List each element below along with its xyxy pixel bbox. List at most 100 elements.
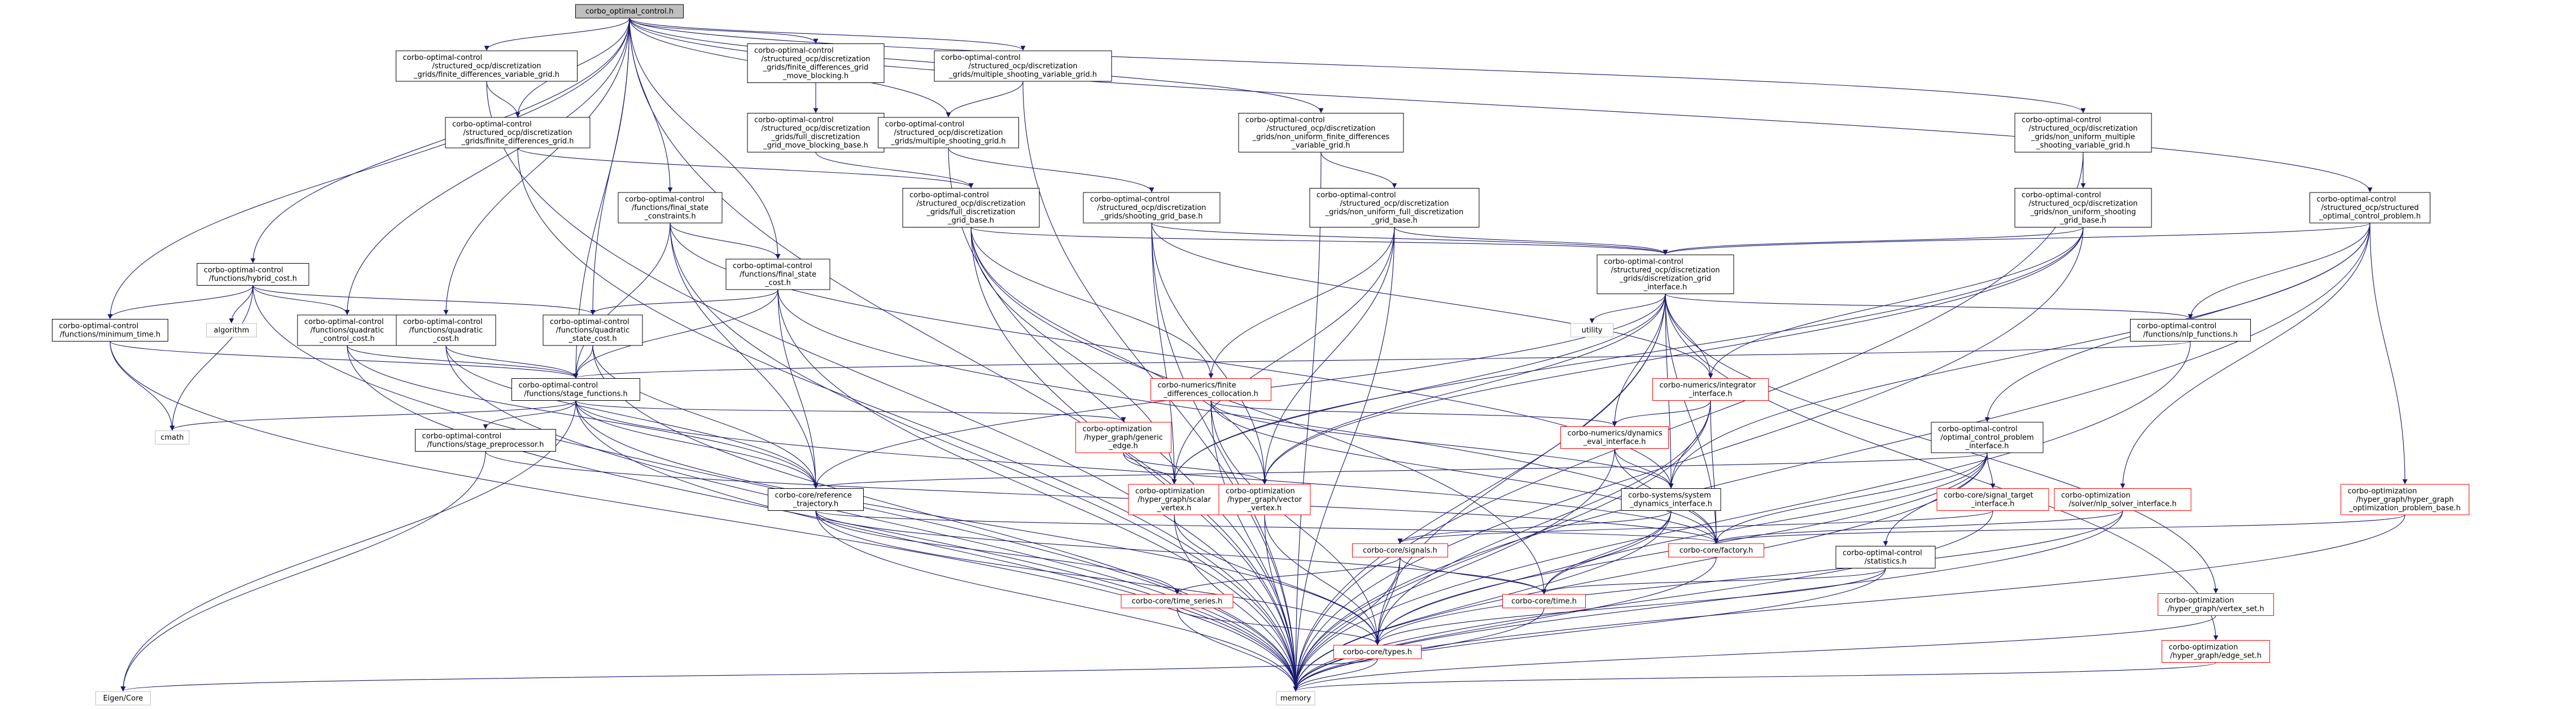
node-box	[618, 192, 723, 224]
node-full-mb[interactable]: corbo-optimal-control/structured_ocp/dis…	[747, 113, 885, 152]
node-quad-state[interactable]: corbo-optimal-control/functions/quadrati…	[543, 314, 643, 346]
node-label-line: /structured_ocp/discretization	[761, 55, 870, 64]
node-box	[52, 319, 168, 342]
node-generic-edge[interactable]: corbo-optimization/hyper_graph/generic_e…	[1075, 422, 1171, 453]
edge-integrator-to-dyn-eval	[1612, 400, 1711, 427]
edge-nu-shoot-base-to-scalar-vertex	[1171, 227, 2084, 484]
node-label-line: corbo-numerics/dynamics	[1568, 430, 1663, 438]
node-final-state-con[interactable]: corbo-optimal-control/functions/final_st…	[618, 192, 723, 224]
node-sys-dyn[interactable]: corbo-systems/system_dynamics_interface.…	[1621, 488, 1721, 511]
node-edge-set[interactable]: corbo-optimization/hyper_graph/edge_set.…	[2162, 640, 2270, 663]
node-fd-grid[interactable]: corbo-optimal-control/structured_ocp/dis…	[445, 117, 591, 148]
node-scalar-vertex[interactable]: corbo-optimization/hyper_graph/scalar_ve…	[1128, 484, 1221, 515]
node-label-line: _grid_base.h	[1371, 217, 1418, 225]
edge-final-state-cost-to-memory	[777, 289, 1298, 692]
node-label-line: _edge.h	[1108, 442, 1138, 450]
node-box	[2014, 113, 2152, 152]
edge-root-to-quad-ctrl	[344, 17, 630, 315]
node-cmath: cmath	[155, 430, 190, 445]
node-quad-cost[interactable]: corbo-optimal-control/functions/quadrati…	[396, 314, 496, 346]
node-label-line: corbo-systems/system	[1628, 492, 1711, 500]
node-struct-ocp[interactable]: corbo-optimal-control/structured_ocp/str…	[2310, 192, 2430, 224]
node-box	[902, 188, 1040, 227]
edge-hybrid-cost-to-quad-state	[252, 285, 596, 315]
node-ocp-iface[interactable]: corbo-optimal-control/optimal_control_pr…	[1931, 422, 2044, 453]
edge-fd-var-to-memory	[486, 81, 1298, 692]
node-fd-var[interactable]: corbo-optimal-control/structured_ocp/dis…	[396, 50, 578, 82]
node-box	[1333, 645, 1422, 659]
node-label-line: /solver/nlp_solver_interface.h	[2069, 500, 2177, 509]
node-ref-traj[interactable]: corbo-core/reference_trajectory.h	[768, 488, 864, 511]
node-time-series[interactable]: corbo-core/time_series.h	[1121, 594, 1234, 609]
node-label-line: /structured_ocp/discretization	[968, 62, 1077, 71]
node-box	[747, 43, 885, 83]
node-nu-shoot-base[interactable]: corbo-optimal-control/structured_ocp/dis…	[2014, 188, 2152, 227]
node-box	[95, 691, 151, 706]
node-integrator[interactable]: corbo-numerics/integrator_interface.h	[1652, 378, 1769, 401]
node-stage-pre[interactable]: corbo-optimal-control/functions/stage_pr…	[415, 429, 556, 452]
node-box	[1075, 422, 1171, 453]
node-full-base[interactable]: corbo-optimal-control/structured_ocp/dis…	[902, 188, 1040, 227]
edge-nu-fd-to-nu-full	[1320, 152, 1397, 189]
node-nu-fd[interactable]: corbo-optimal-control/structured_ocp/dis…	[1238, 113, 1404, 152]
node-min-time[interactable]: corbo-optimal-control/functions/minimum_…	[52, 319, 168, 342]
node-signal-target[interactable]: corbo-core/signal_target_interface.h	[1936, 488, 2049, 511]
edge-full-base-to-disc-iface	[970, 227, 1668, 255]
node-ms-grid[interactable]: corbo-optimal-control/structured_ocp/dis…	[878, 117, 1019, 148]
node-label-line: _shooting_variable_grid.h	[2036, 142, 2130, 150]
node-label-line: corbo-optimal-control	[2022, 191, 2101, 200]
node-box	[1151, 378, 1271, 401]
node-box	[196, 263, 309, 286]
node-label-line: _vertex.h	[1247, 504, 1282, 513]
node-nu-ms[interactable]: corbo-optimal-control/structured_ocp/dis…	[2014, 113, 2152, 152]
node-disc-iface[interactable]: corbo-optimal-control/structured_ocp/dis…	[1597, 255, 1734, 294]
node-vertex-set[interactable]: corbo-optimization/hyper_graph/vertex_se…	[2158, 593, 2274, 616]
edge-integrator-to-memory	[1293, 400, 1711, 692]
node-dyn-eval[interactable]: corbo-numerics/dynamics_eval_interface.h	[1560, 426, 1669, 449]
edge-struct-ocp-to-hyper-graph-base	[2369, 222, 2408, 484]
edge-root-to-memory	[629, 17, 1298, 692]
node-box	[396, 314, 496, 346]
node-box	[445, 117, 591, 148]
node-nu-full[interactable]: corbo-optimal-control/structured_ocp/dis…	[1309, 188, 1480, 227]
node-nlp-solver[interactable]: corbo-optimization/solver/nlp_solver_int…	[2054, 488, 2192, 511]
node-hyper-graph-base[interactable]: corbo-optimization/hyper_graph/hyper_gra…	[2341, 484, 2469, 515]
edge-ms-grid-to-shoot-base	[948, 147, 1154, 192]
node-label-line: corbo-core/time_series.h	[1132, 597, 1223, 606]
node-label-line: corbo-optimal-control	[754, 47, 834, 55]
node-label-line: _optimal_control_problem.h	[2319, 212, 2421, 221]
edge-statistics-to-time	[1541, 568, 1886, 594]
node-fd-colloc[interactable]: corbo-numerics/finite_differences_colloc…	[1151, 378, 1271, 401]
node-final-state-cost[interactable]: corbo-optimal-control/functions/final_st…	[725, 259, 830, 290]
edge-fd-colloc-to-sys-dyn	[1210, 400, 1674, 489]
node-nlp-funcs[interactable]: corbo-optimal-control/functions/nlp_func…	[2130, 319, 2251, 342]
edge-nu-full-to-disc-iface	[1394, 227, 1668, 255]
node-vector-vertex[interactable]: corbo-optimization/hyper_graph/vector_ve…	[1218, 484, 1311, 515]
node-memory: memory	[1276, 691, 1315, 706]
edge-sys-dyn-to-memory	[1293, 510, 1672, 692]
node-shoot-base[interactable]: corbo-optimal-control/structured_ocp/dis…	[1083, 192, 1221, 224]
node-label-line: /structured_ocp/discretization	[1611, 266, 1720, 275]
node-label-line: corbo-core/types.h	[1343, 648, 1412, 657]
node-time[interactable]: corbo-core/time.h	[1502, 594, 1586, 609]
edge-struct-ocp-to-sys-dyn	[1668, 222, 2371, 489]
node-quad-ctrl[interactable]: corbo-optimal-control/functions/quadrati…	[297, 314, 397, 346]
node-label-line: /hyper_graph/edge_set.h	[2170, 652, 2262, 660]
edge-generic-edge-to-scalar-vertex	[1123, 452, 1177, 484]
node-types[interactable]: corbo-core/types.h	[1333, 645, 1422, 659]
node-label-line: corbo-optimal-control	[1938, 425, 2018, 434]
node-fd-mb[interactable]: corbo-optimal-control/structured_ocp/dis…	[747, 43, 885, 83]
node-box	[1931, 422, 2044, 453]
node-label-line: /functions/hybrid_cost.h	[209, 275, 297, 283]
node-factory[interactable]: corbo-core/factory.h	[1668, 543, 1764, 558]
node-statistics[interactable]: corbo-optimal-control/statistics.h	[1835, 546, 1936, 568]
node-label-line: corbo-optimal-control	[909, 191, 989, 200]
nodes-layer: corbo_optimal_control.hcorbo-optimal-con…	[52, 4, 2469, 706]
node-signals[interactable]: corbo-core/signals.h	[1352, 543, 1448, 558]
edge-stage-funcs-to-memory	[575, 400, 1298, 692]
node-hybrid-cost[interactable]: corbo-optimal-control/functions/hybrid_c…	[196, 263, 309, 286]
node-stage-funcs[interactable]: corbo-optimal-control/functions/stage_fu…	[511, 378, 640, 401]
node-ms-var[interactable]: corbo-optimal-control/structured_ocp/dis…	[934, 50, 1112, 82]
node-label-line: corbo-optimal-control	[1090, 195, 1170, 204]
